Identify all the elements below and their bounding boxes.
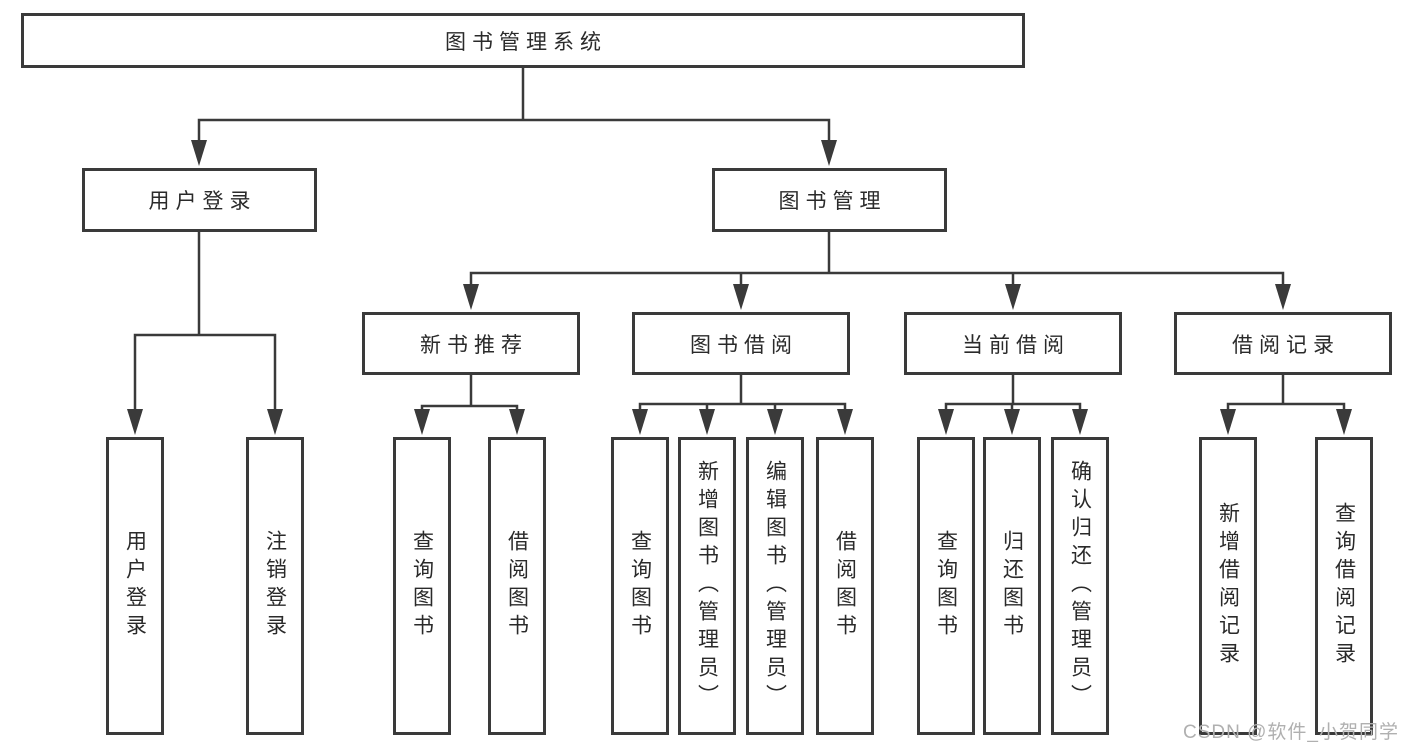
csdn-watermark: CSDN @软件_小贺同学 <box>1183 722 1399 743</box>
leaf-edit-books-admin-label: 编辑图书（管理员） <box>763 460 787 712</box>
node-library-system-label: 图书管理系统 <box>445 30 607 54</box>
leaf-borrow-books-recommend-label: 借阅图书 <box>505 530 529 642</box>
leaf-query-borrow-record: 查询借阅记录 <box>1315 437 1373 735</box>
leaf-add-books-admin-label: 新增图书（管理员） <box>695 460 719 712</box>
leaf-add-borrow-record: 新增借阅记录 <box>1199 437 1257 735</box>
node-book-borrow-label: 图书借阅 <box>690 333 798 357</box>
leaf-logout-label: 注销登录 <box>263 530 287 642</box>
leaf-edit-books-admin: 编辑图书（管理员） <box>746 437 804 735</box>
leaf-query-borrow-record-label: 查询借阅记录 <box>1332 502 1356 670</box>
node-user-login-label: 用户登录 <box>148 190 257 213</box>
leaf-query-books-borrow-label: 查询图书 <box>628 530 652 642</box>
leaf-query-books-recommend: 查询图书 <box>393 437 451 735</box>
node-borrow-records-label: 借阅记录 <box>1232 333 1340 357</box>
node-new-book-recommend-label: 新书推荐 <box>420 333 528 357</box>
leaf-return-books-label: 归还图书 <box>1000 530 1024 642</box>
node-book-management: 图书管理 <box>712 168 947 232</box>
leaf-add-books-admin: 新增图书（管理员） <box>678 437 736 735</box>
node-current-borrow-label: 当前借阅 <box>962 333 1070 357</box>
leaf-query-books-current: 查询图书 <box>917 437 975 735</box>
node-library-system: 图书管理系统 <box>21 13 1025 68</box>
node-current-borrow: 当前借阅 <box>904 312 1122 375</box>
node-new-book-recommend: 新书推荐 <box>362 312 580 375</box>
node-book-management-label: 图书管理 <box>778 190 887 213</box>
leaf-add-borrow-record-label: 新增借阅记录 <box>1216 502 1240 670</box>
edge-arrowheads <box>127 140 1352 435</box>
edge-lines <box>133 66 1346 419</box>
leaf-borrow-books: 借阅图书 <box>816 437 874 735</box>
leaf-confirm-return-admin: 确认归还（管理员） <box>1051 437 1109 735</box>
leaf-user-login: 用户登录 <box>106 437 164 735</box>
leaf-borrow-books-recommend: 借阅图书 <box>488 437 546 735</box>
node-borrow-records: 借阅记录 <box>1174 312 1392 375</box>
node-book-borrow: 图书借阅 <box>632 312 850 375</box>
leaf-borrow-books-label: 借阅图书 <box>833 530 857 642</box>
leaf-logout: 注销登录 <box>246 437 304 735</box>
leaf-query-books-current-label: 查询图书 <box>934 530 958 642</box>
leaf-user-login-label: 用户登录 <box>123 530 147 642</box>
leaf-query-books-borrow: 查询图书 <box>611 437 669 735</box>
leaf-return-books: 归还图书 <box>983 437 1041 735</box>
leaf-confirm-return-admin-label: 确认归还（管理员） <box>1068 460 1092 712</box>
node-user-login: 用户登录 <box>82 168 317 232</box>
leaf-query-books-recommend-label: 查询图书 <box>410 530 434 642</box>
